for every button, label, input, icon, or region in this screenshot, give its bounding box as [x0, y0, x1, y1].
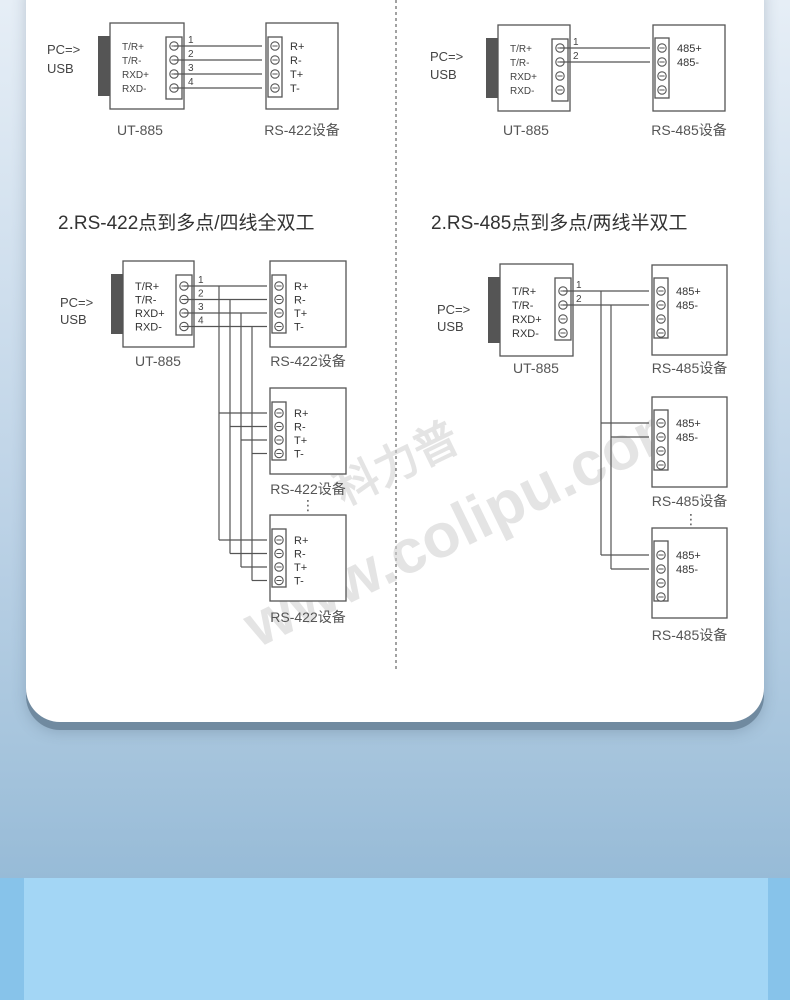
converter-pin-label: T/R- — [510, 58, 529, 69]
bottom-panel — [24, 878, 768, 1000]
rs422-pin-label: R- — [294, 295, 306, 307]
rs485-device-label: RS-485设备 — [652, 360, 727, 376]
rs422-pin-label: R+ — [294, 281, 308, 293]
wire-number: 3 — [188, 63, 194, 74]
wire-number: 2 — [576, 294, 582, 305]
converter-pin-label: RXD- — [135, 322, 162, 334]
wire-number: 4 — [198, 316, 204, 327]
converter-pin-label: T/R- — [512, 300, 534, 312]
rs422-pin-label: R- — [294, 422, 306, 434]
rs422-pin-label: T+ — [294, 308, 307, 320]
converter-pin-label: RXD+ — [510, 72, 537, 83]
converter-pin-label: RXD- — [510, 86, 534, 97]
rs485-pin-label: 485+ — [676, 550, 701, 562]
converter-label: UT-885 — [135, 353, 181, 369]
rs485-terminal-strip — [654, 37, 670, 99]
pc-label: PC=> — [430, 49, 463, 64]
wiring-diagram: 科力普 www.colipu.com 2.RS-422点到多点/四线全双工 2.… — [47, 0, 728, 672]
usb-connector — [111, 274, 123, 334]
rs485-device-label: RS-485设备 — [652, 627, 727, 643]
wire-number: 1 — [188, 35, 194, 46]
pc-label: PC=> — [47, 42, 80, 57]
wire-number: 1 — [573, 37, 579, 48]
converter-pin-label: RXD+ — [135, 308, 165, 320]
rs422-pin-label: T- — [294, 449, 304, 461]
diagram-elements: PC=>USBT/R+T/R-RXD+RXD-UT-885R+R-T+T-RS-… — [47, 22, 728, 643]
rs485-pin-label: 485+ — [677, 43, 702, 55]
rs422-pin-label: T- — [294, 576, 304, 588]
rs485-pin-label: 485- — [676, 300, 698, 312]
rs422-terminal-strip — [267, 36, 283, 98]
usb-label: USB — [47, 61, 74, 76]
rs422-device-label: RS-422设备 — [270, 481, 345, 497]
wire-number: 4 — [188, 77, 194, 88]
wire-number: 2 — [188, 49, 194, 60]
rs485-pin-label: 485- — [676, 564, 698, 576]
rs422-pin-label: T- — [294, 322, 304, 334]
converter-pin-label: T/R- — [135, 295, 157, 307]
rs485-device-label: RS-485设备 — [651, 122, 726, 138]
wire-number: 2 — [198, 289, 204, 300]
rs485-pin-label: 485- — [677, 57, 699, 69]
usb-connector — [488, 277, 500, 343]
usb-label: USB — [430, 67, 457, 82]
section-title-rs422: 2.RS-422点到多点/四线全双工 — [58, 212, 315, 234]
rs422-pin-label: T+ — [294, 562, 307, 574]
rs422-pin-label: T- — [290, 83, 300, 95]
rs422-pin-label: R- — [290, 55, 302, 67]
rs422-device-label: RS-422设备 — [264, 122, 339, 138]
diagram-card — [26, 0, 764, 722]
converter-pin-label: RXD- — [512, 328, 539, 340]
rs485-device-label: RS-485设备 — [652, 493, 727, 509]
converter-pin-label: RXD+ — [512, 314, 542, 326]
converter-label: UT-885 — [117, 122, 163, 138]
usb-connector — [486, 38, 498, 98]
continuation-ellipsis: ⋮ — [301, 497, 315, 513]
converter-label: UT-885 — [503, 122, 549, 138]
wire-number: 2 — [573, 51, 579, 62]
converter-terminal-strip — [175, 274, 193, 336]
pc-label: PC=> — [437, 302, 470, 317]
rs422-pin-label: T+ — [290, 69, 303, 81]
rs422-pin-label: R+ — [290, 41, 304, 53]
rs422-pin-label: R+ — [294, 535, 308, 547]
converter-label: UT-885 — [513, 360, 559, 376]
wire-number: 1 — [576, 280, 582, 291]
converter-terminal-strip — [551, 38, 569, 102]
pc-label: PC=> — [60, 295, 93, 310]
wire-number: 1 — [198, 275, 204, 286]
rs422-pin-label: R- — [294, 549, 306, 561]
rs485-pin-label: 485+ — [676, 418, 701, 430]
converter-pin-label: T/R+ — [122, 42, 144, 53]
rs422-device-label: RS-422设备 — [270, 609, 345, 625]
rs485-pin-label: 485+ — [676, 286, 701, 298]
continuation-ellipsis: ⋮ — [684, 511, 698, 527]
rs422-pin-label: R+ — [294, 408, 308, 420]
converter-pin-label: RXD- — [122, 84, 146, 95]
rs422-device-label: RS-422设备 — [270, 353, 345, 369]
converter-pin-label: T/R+ — [135, 281, 159, 293]
rs485-pin-label: 485- — [676, 432, 698, 444]
converter-pin-label: T/R+ — [512, 286, 536, 298]
wire-number: 3 — [198, 302, 204, 313]
converter-terminal-strip — [165, 36, 183, 100]
usb-label: USB — [437, 319, 464, 334]
usb-connector — [98, 36, 110, 96]
section-title-rs485: 2.RS-485点到多点/两线半双工 — [431, 212, 688, 234]
usb-label: USB — [60, 312, 87, 327]
rs422-pin-label: T+ — [294, 435, 307, 447]
converter-pin-label: RXD+ — [122, 70, 149, 81]
converter-pin-label: T/R+ — [510, 44, 532, 55]
converter-pin-label: T/R- — [122, 56, 141, 67]
